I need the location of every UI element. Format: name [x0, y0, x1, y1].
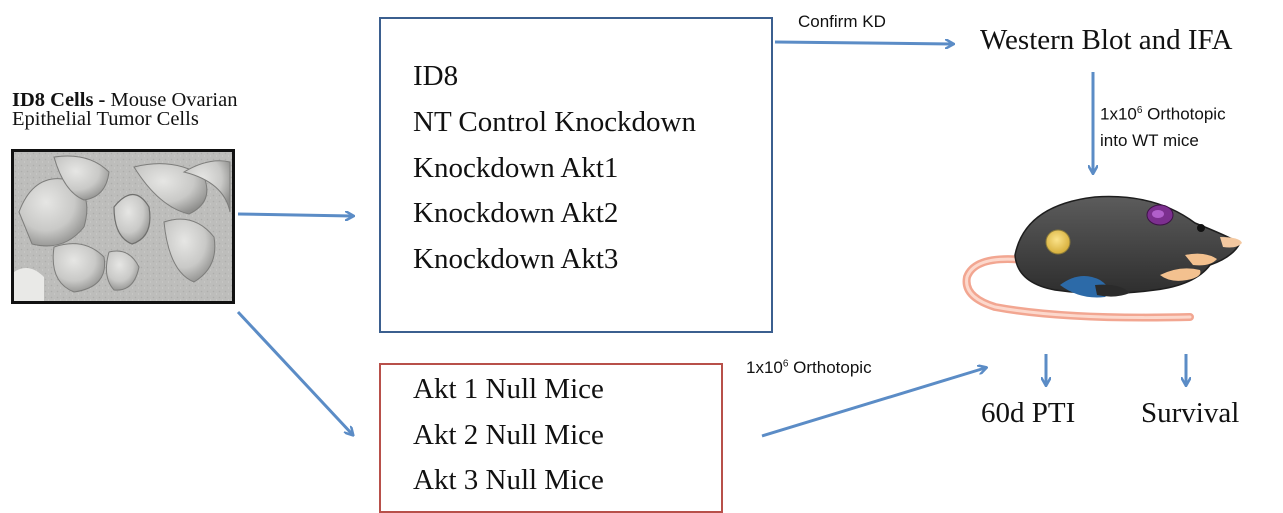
null-mice-item-akt3: Akt 3 Null Mice [413, 464, 604, 496]
null-mice-list: Akt 1 Null Mice Akt 2 Null Mice Akt 3 Nu… [413, 367, 604, 504]
ortho2-base: 1x10 [746, 358, 783, 377]
null-mice-item-akt1: Akt 1 Null Mice [413, 373, 604, 405]
arrow-knockdown-to-western [774, 42, 952, 44]
cells-title-rest: Mouse Ovarian [105, 89, 238, 111]
null-mice-item-akt2: Akt 2 Null Mice [413, 418, 604, 451]
ortho1-exp: 6 [1136, 105, 1143, 116]
knockdown-item-id8: ID8 [413, 60, 459, 92]
ortho2-exp: 6 [782, 358, 789, 370]
knockdown-box [379, 17, 773, 333]
knockdown-item-nt-control: NT Control Knockdown [413, 105, 697, 138]
microscopy-cells-image [11, 149, 235, 304]
arrow-cells-to-knockdown [237, 214, 352, 216]
cells-title: ID8 Cells - Mouse Ovarian [12, 89, 238, 111]
arrow-null-to-mouse [761, 368, 985, 438]
orthotopic-wt-label: 1x106 Orthotopic into WT mice [1100, 98, 1226, 154]
confirm-kd-label: Confirm KD [798, 12, 886, 31]
survival-label: Survival [1141, 397, 1240, 429]
cells-subtitle: Epithelial Tumor Cells [12, 108, 199, 130]
ortho2-rest: Orthotopic [788, 358, 872, 377]
knockdown-item-akt2: Knockdown Akt2 [413, 197, 619, 230]
cells-image-svg [14, 152, 232, 301]
arrow-cells-to-null-mice [236, 310, 352, 434]
cells-title-bold: ID8 Cells - [12, 89, 106, 111]
mouse-icon [962, 195, 1242, 322]
knockdown-item-akt3: Knockdown Akt3 [413, 243, 619, 276]
ortho1-rest: Orthotopic [1142, 104, 1226, 124]
orthotopic-null-label: 1x106 Orthotopic [746, 358, 872, 378]
western-blot-label: Western Blot and IFA [980, 24, 1233, 56]
ortho1-line2: into WT mice [1100, 130, 1199, 150]
flow-arrows [236, 0, 1283, 438]
knockdown-item-akt1: Knockdown Akt1 [413, 151, 619, 184]
ortho1-base: 1x10 [1100, 104, 1137, 124]
knockdown-list: ID8 NT Control Knockdown Knockdown Akt1 … [413, 54, 696, 283]
pti-label: 60d PTI [981, 397, 1076, 429]
